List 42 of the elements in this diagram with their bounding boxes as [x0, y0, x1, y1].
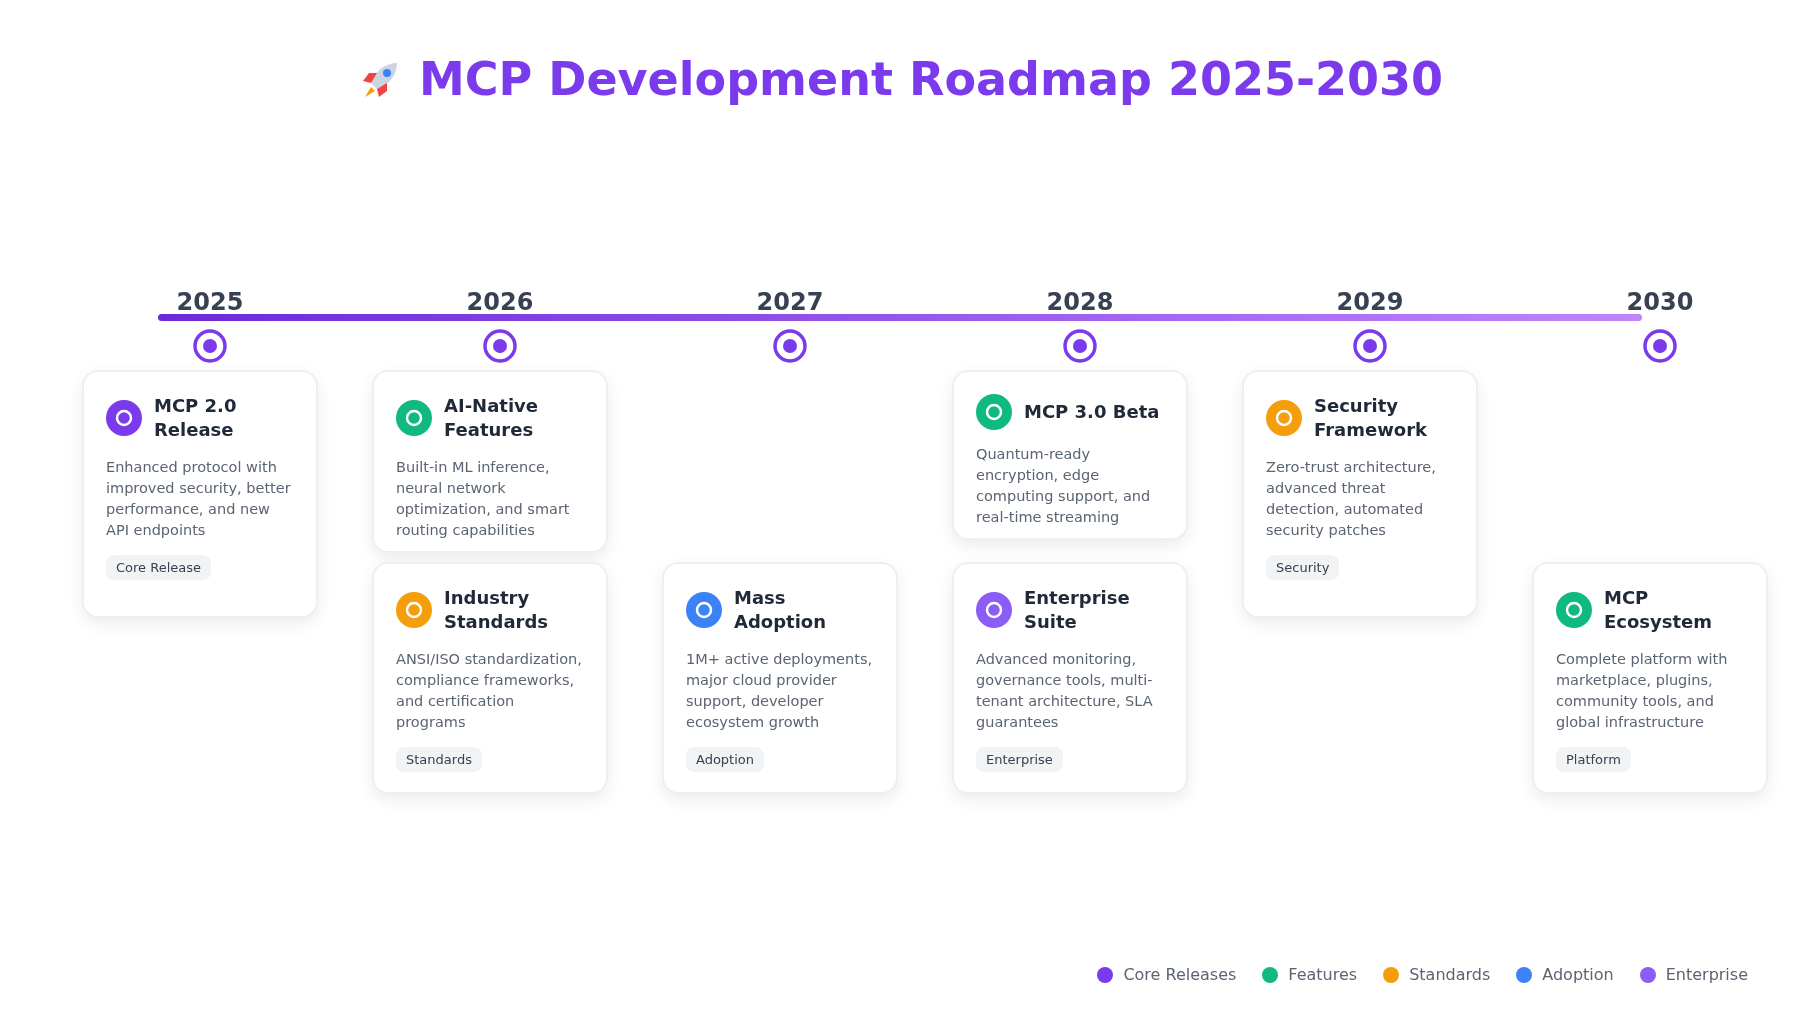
card-title: AI-Native Features [444, 394, 540, 443]
milestone-card [952, 562, 1188, 794]
card-description: Quantum-ready encryption, edge computing support, and real-time streaming [976, 445, 1152, 528]
card-description: Built-in ML inference, neural network optimization, and smart routing capabilities [396, 457, 571, 540]
category-tag: Adoption [686, 746, 765, 772]
year-label: 2028 [1046, 288, 1114, 316]
card-title: MCP 2.0 Release [154, 394, 238, 443]
title: MCP Development Roadmap 2025-2030 [418, 52, 1444, 106]
year-label: 2027 [756, 288, 824, 316]
card-description: Advanced monitoring, governance tools, multi-tenant architecture, SLA guarantees [976, 649, 1154, 732]
milestone-card [1532, 562, 1768, 794]
category-tag: Core Release [106, 554, 211, 580]
category-tag: Security [1266, 554, 1340, 580]
category-tag: Standards [396, 746, 482, 772]
card-description: Complete platform with marketplace, plugins, community tools, and global infrastructure [1556, 649, 1729, 732]
legend-label: Core Releases [1123, 965, 1237, 984]
year-label: 2025 [176, 288, 244, 316]
card-title: Enterprise Suite [1024, 586, 1131, 635]
year-label: 2026 [466, 288, 534, 316]
milestone-card [372, 562, 608, 794]
card-title: MCP Ecosystem [1604, 586, 1714, 635]
card-description: Zero-trust architecture, advanced threat detection, automated security patches [1266, 457, 1437, 540]
card-title: MCP 3.0 Beta [1024, 399, 1160, 424]
category-tag: Enterprise [976, 746, 1063, 772]
card-title: Mass Adoption [734, 586, 828, 635]
milestone-card [82, 370, 318, 618]
legend-label: Standards [1409, 965, 1491, 984]
milestone-card [952, 370, 1188, 541]
year-label: 2029 [1336, 288, 1404, 316]
milestone-card [1242, 370, 1478, 618]
legend-label: Features [1288, 965, 1358, 984]
legend-label: Adoption [1542, 965, 1614, 984]
card-title: Industry Standards [444, 586, 550, 635]
card-title: Security Framework [1314, 394, 1428, 443]
card-description: 1M+ active deployments, major cloud provider support, developer ecosystem growth [686, 649, 874, 732]
card-description: ANSI/ISO standardization, compliance frameworks, and certification programs [396, 649, 583, 732]
milestone-card [662, 562, 898, 794]
legend-label: Enterprise [1665, 965, 1748, 984]
card-description: Enhanced protocol with improved security, better performance, and new API endpoints [106, 457, 292, 540]
milestone-card [372, 370, 608, 553]
year-label: 2030 [1626, 288, 1694, 316]
category-tag: Platform [1556, 746, 1631, 772]
